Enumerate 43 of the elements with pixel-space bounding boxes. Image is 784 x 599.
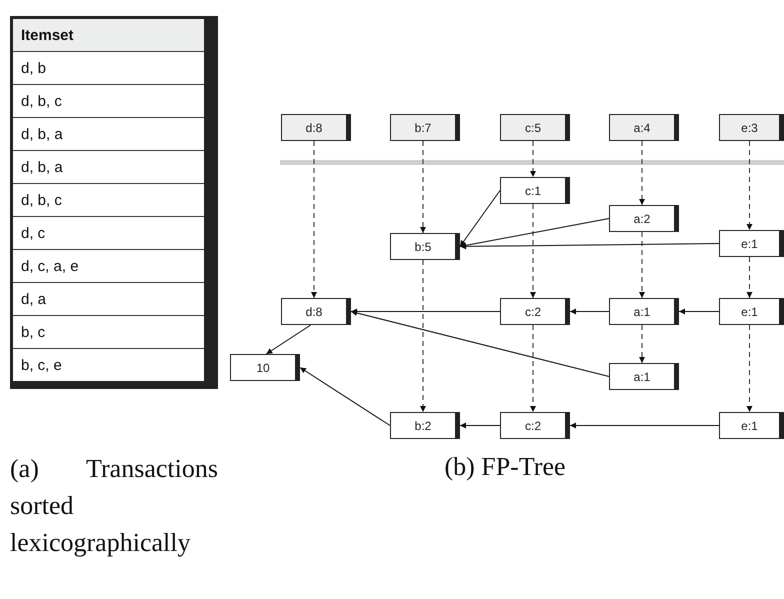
arrow	[570, 422, 720, 428]
arrow	[420, 140, 426, 234]
arrow	[746, 324, 752, 412]
arrow	[570, 308, 610, 314]
arrow	[266, 324, 312, 354]
caption: (a) Transactions sorted lexicographically	[10, 453, 218, 559]
tree-node: c:5	[500, 114, 570, 141]
tree-node: e:3	[719, 114, 784, 141]
tree-node: a:1	[609, 298, 679, 325]
arrow	[350, 310, 610, 377]
arrow	[460, 243, 720, 250]
tree-node: a:4	[609, 114, 679, 141]
tree-node: a:1	[609, 363, 679, 390]
tree-node: c:2	[500, 412, 570, 439]
arrow	[678, 308, 720, 314]
tree-node: e:1	[719, 230, 784, 257]
tree-node: c:2	[500, 298, 570, 325]
arrow	[420, 260, 426, 412]
tree-node: b:7	[390, 114, 460, 141]
arrow	[746, 256, 752, 298]
arrow	[460, 190, 500, 247]
arrow	[530, 140, 536, 178]
arrow	[530, 204, 536, 298]
arrow	[300, 367, 390, 426]
tree-node: e:1	[719, 298, 784, 325]
tree-node: b:5	[390, 233, 460, 260]
tree-node: 10	[230, 354, 300, 381]
tree-node: d:8	[281, 298, 351, 325]
arrow	[639, 140, 645, 206]
arrow	[350, 308, 500, 314]
arrow	[460, 218, 610, 248]
arrow	[639, 232, 645, 298]
arrow	[746, 140, 752, 230]
tree-node: a:2	[609, 205, 679, 232]
tree-node: c:1	[500, 177, 570, 204]
arrow	[311, 140, 317, 298]
tree-node: b:2	[390, 412, 460, 439]
caption: (b) FP-Tree	[443, 452, 567, 482]
arrow	[530, 324, 536, 412]
tree-node: d:8	[281, 114, 351, 141]
arrow	[460, 422, 500, 428]
arrow	[639, 324, 645, 364]
tree-node: e:1	[719, 412, 784, 439]
